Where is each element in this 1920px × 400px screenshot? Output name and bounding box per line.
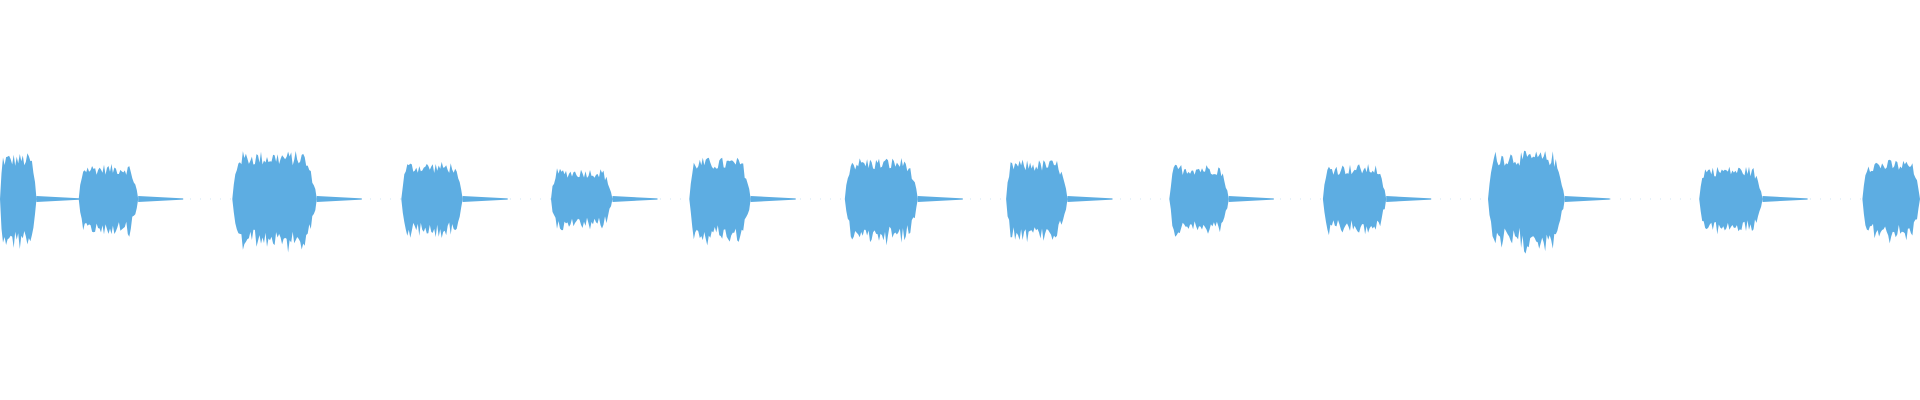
waveform-tail xyxy=(917,196,963,202)
waveform-segment xyxy=(1488,150,1565,254)
waveform-segment xyxy=(78,163,139,237)
waveform-tail xyxy=(316,196,362,202)
waveform-segment xyxy=(689,157,751,246)
waveform-tail xyxy=(1564,196,1610,202)
waveform-segment xyxy=(1169,164,1229,237)
waveform-segments xyxy=(0,150,1920,254)
waveform-tail xyxy=(1067,196,1113,202)
waveform-tail xyxy=(1386,196,1432,202)
waveform-tail xyxy=(36,196,82,202)
waveform-tail xyxy=(1762,196,1808,202)
waveform-segment xyxy=(1862,159,1920,244)
waveform-segment xyxy=(401,161,463,238)
waveform-segment xyxy=(0,153,37,249)
waveform-segment xyxy=(844,158,918,246)
waveform-tail xyxy=(750,196,796,202)
waveform-segment xyxy=(1699,166,1763,235)
waveform-tail xyxy=(1228,196,1274,202)
waveform-segment xyxy=(1322,164,1387,236)
waveform-tail xyxy=(138,196,184,202)
waveform-segment xyxy=(232,151,317,253)
waveform-segment xyxy=(1006,159,1068,243)
waveform-tail xyxy=(462,196,508,202)
waveform-tail xyxy=(612,196,658,202)
waveform-segment xyxy=(551,168,613,231)
